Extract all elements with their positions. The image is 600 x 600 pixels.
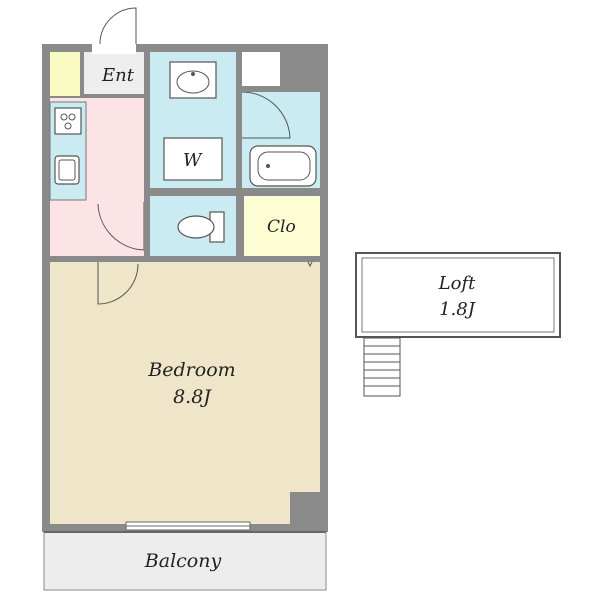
loft — [355, 252, 561, 338]
bedroom-door-swing — [97, 262, 139, 305]
closet-floor — [244, 196, 320, 256]
loft-label: Loft — [438, 273, 476, 294]
bedroom-wall-notch — [290, 492, 328, 532]
entrance-shoe-box — [50, 52, 80, 96]
bathtub-icon — [249, 145, 317, 187]
bedroom-label: Bedroom — [147, 359, 235, 381]
loft-ladder — [363, 337, 401, 397]
kitchen-sink-icon — [54, 155, 80, 185]
bath-door-swing — [241, 91, 291, 139]
closet-label: Clo — [267, 217, 296, 237]
washer-pan-icon — [163, 137, 223, 181]
entrance-floor — [84, 52, 144, 96]
kitchen-door-swing — [97, 202, 145, 251]
toilet-icon — [177, 211, 225, 243]
balcony-label: Balcony — [144, 550, 222, 572]
stove-icon — [54, 107, 82, 135]
storage-box — [242, 52, 280, 86]
balcony-floor — [43, 531, 327, 591]
loft-size: 1.8J — [439, 299, 477, 320]
bedroom-floor — [50, 262, 320, 524]
entrance-label: Ent — [101, 65, 135, 86]
interior-walls — [50, 52, 320, 262]
washbasin-icon — [169, 61, 217, 99]
entrance-door-swing — [99, 7, 137, 45]
entrance-door-opening — [92, 42, 136, 54]
bedroom-size: 8.8J — [173, 386, 212, 408]
washroom-label: W — [183, 150, 203, 171]
